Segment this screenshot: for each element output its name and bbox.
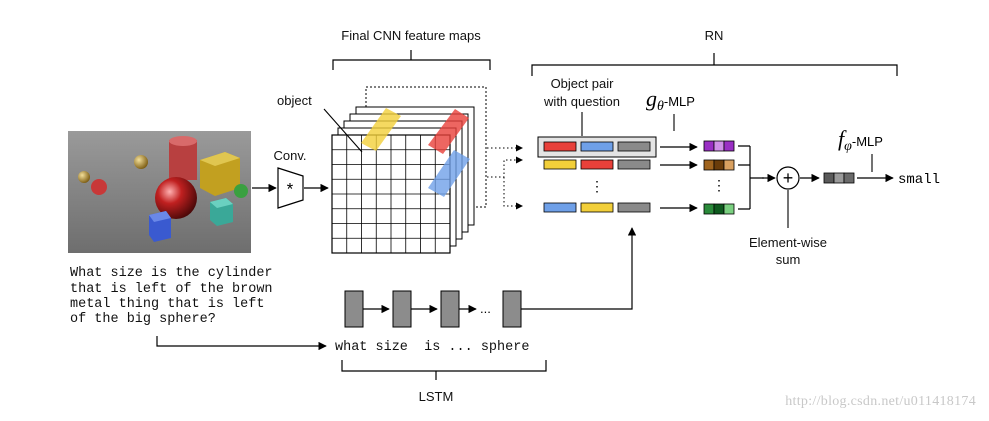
g-output-purple xyxy=(703,140,735,152)
feature-map-stack xyxy=(331,86,487,254)
g-output-green xyxy=(703,203,735,215)
lstm-ellipsis: ... xyxy=(480,301,491,316)
object-pointer xyxy=(323,108,363,153)
plus-symbol: + xyxy=(783,168,794,188)
lstm-cell xyxy=(344,290,364,328)
question-line: What size is the cylinder xyxy=(70,266,273,281)
g-output-brown xyxy=(703,159,735,171)
sum-node xyxy=(776,166,800,190)
question-line: metal thing that is left xyxy=(70,297,264,312)
lstm-cell xyxy=(440,290,460,328)
question-line: of the big sphere? xyxy=(70,312,216,327)
pair-ellipsis: ⋮ xyxy=(590,178,604,194)
conv-trapezoid xyxy=(277,167,304,209)
element-wise-label: sum xyxy=(776,252,801,267)
dotted-connectors xyxy=(487,147,516,207)
object-pair-row xyxy=(543,159,651,170)
feature-map-front xyxy=(331,134,451,254)
lstm-words: what size is ... sphere xyxy=(335,340,529,355)
lstm-cell xyxy=(502,290,522,328)
f-mlp-label: fφ-MLP xyxy=(838,126,883,154)
question-text: What size is the cylinder that is left o… xyxy=(70,266,273,327)
object-pair-label: with question xyxy=(543,94,620,109)
object-column-blue xyxy=(428,150,470,197)
lstm-cells xyxy=(344,290,522,328)
lstm-label: LSTM xyxy=(419,389,454,404)
cnn-bracket xyxy=(332,50,491,70)
answer-text: small xyxy=(898,172,940,188)
dotted-arrowheads xyxy=(516,144,523,210)
question-line: that is left of the brown xyxy=(70,282,273,297)
scene-image xyxy=(68,131,251,253)
final-cnn-label: Final CNN feature maps xyxy=(341,28,481,43)
sum-merge-lines xyxy=(738,145,764,210)
lstm-to-pairs-arrow xyxy=(521,227,637,310)
rn-bracket xyxy=(531,53,898,76)
object-column-yellow xyxy=(361,108,401,151)
lstm-cell xyxy=(392,290,412,328)
conv-symbol: * xyxy=(285,182,295,201)
element-wise-label: Element-wise xyxy=(749,235,827,250)
object-pair-row xyxy=(543,202,651,213)
object-label: object xyxy=(277,93,312,108)
question-to-lstm-arrow xyxy=(156,336,327,351)
conv-label: Conv. xyxy=(274,148,307,163)
object-pair-label: Object pair xyxy=(551,76,615,91)
object-column-red xyxy=(428,109,469,154)
f-output xyxy=(823,172,855,184)
object-pair-row xyxy=(537,136,657,158)
g-mlp-label: gθ-MLP xyxy=(646,86,695,114)
g-output-ellipsis: ⋮ xyxy=(712,177,726,193)
watermark: http://blog.csdn.net/u011418174 xyxy=(785,394,976,409)
rn-label: RN xyxy=(705,28,724,43)
lstm-bracket xyxy=(341,360,547,380)
